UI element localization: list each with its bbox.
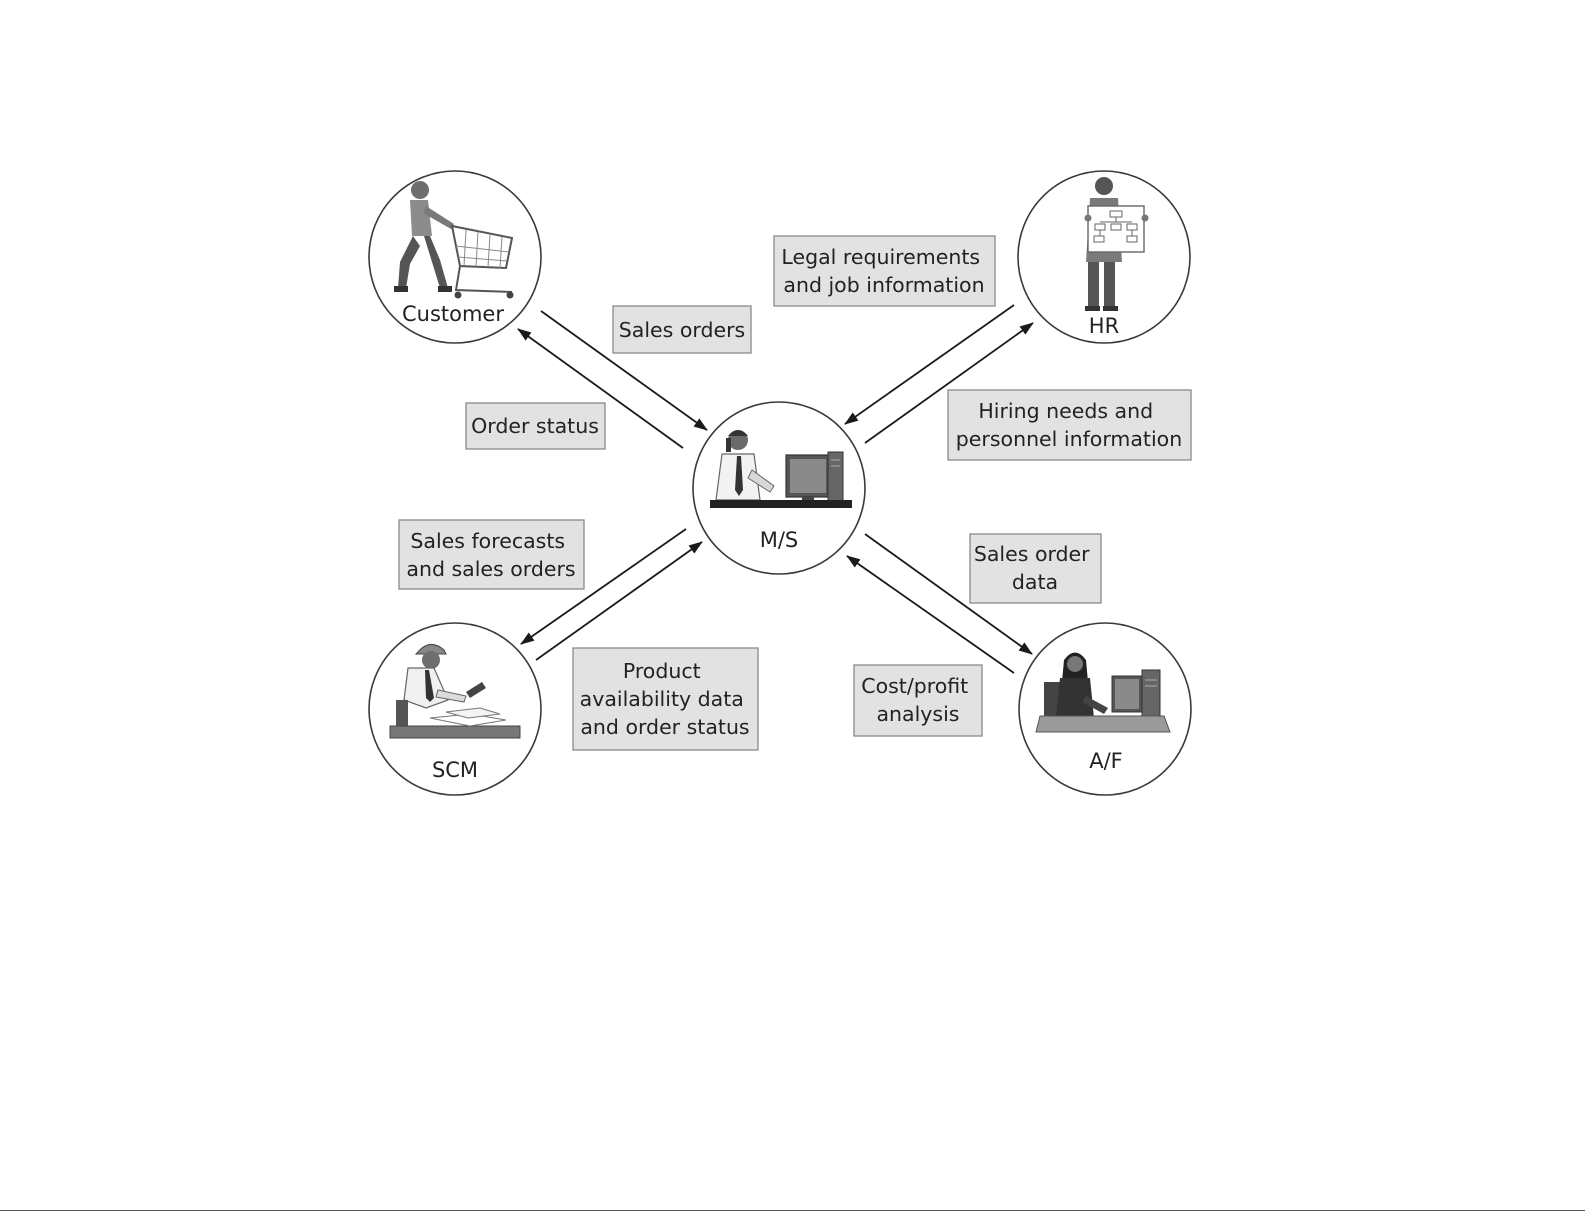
flow-legal-requirements-line-1: Legal requirements [781,245,980,269]
flow-legal-requirements: Legal requirements and job information [774,236,995,306]
flow-product-availability-line-3: and order status [580,715,749,739]
node-hr: HR [1018,171,1190,343]
node-customer: Customer [369,171,541,343]
flow-sales-order-data-line-1: Sales order [974,542,1090,566]
page-bottom-rule [0,1210,1585,1211]
node-scm: SCM [369,623,541,795]
node-af-label: A/F [1089,749,1123,773]
flow-sales-orders: Sales orders [613,306,751,353]
flow-sales-order-data: Sales order data [970,534,1101,603]
flow-legal-requirements-line-2: and job information [783,273,984,297]
flow-cost-profit-line-1: Cost/profit [861,674,968,698]
node-scm-label: SCM [432,758,478,782]
flow-cost-profit-line-2: analysis [876,702,959,726]
node-af: A/F [1019,623,1191,795]
flow-hiring-needs-line-2: personnel information [956,427,1182,451]
flow-sales-forecasts: Sales forecasts and sales orders [399,520,584,589]
node-hr-label: HR [1089,314,1119,338]
node-customer-label: Customer [402,302,504,326]
node-ms-label: M/S [760,528,799,552]
flow-hiring-needs: Hiring needs and personnel information [948,390,1191,460]
flow-order-status: Order status [466,403,605,449]
node-ms: M/S [693,402,865,574]
flow-sales-forecasts-line-2: and sales orders [406,557,575,581]
flow-order-status-line-1: Order status [471,414,599,438]
flow-product-availability-line-1: Product [623,659,701,683]
flow-sales-forecasts-line-1: Sales forecasts [410,529,565,553]
flow-sales-orders-line-1: Sales orders [619,318,745,342]
svg-text:Sales orders: Sales orders [619,318,745,342]
svg-text:Order status: Order status [471,414,599,438]
flow-product-availability: Product availability data and order stat… [573,648,758,750]
flow-cost-profit: Cost/profit analysis [854,665,982,736]
flow-product-availability-line-2: availability data [580,687,744,711]
flow-hiring-needs-line-1: Hiring needs and [978,399,1153,423]
flow-sales-order-data-line-2: data [1012,570,1058,594]
